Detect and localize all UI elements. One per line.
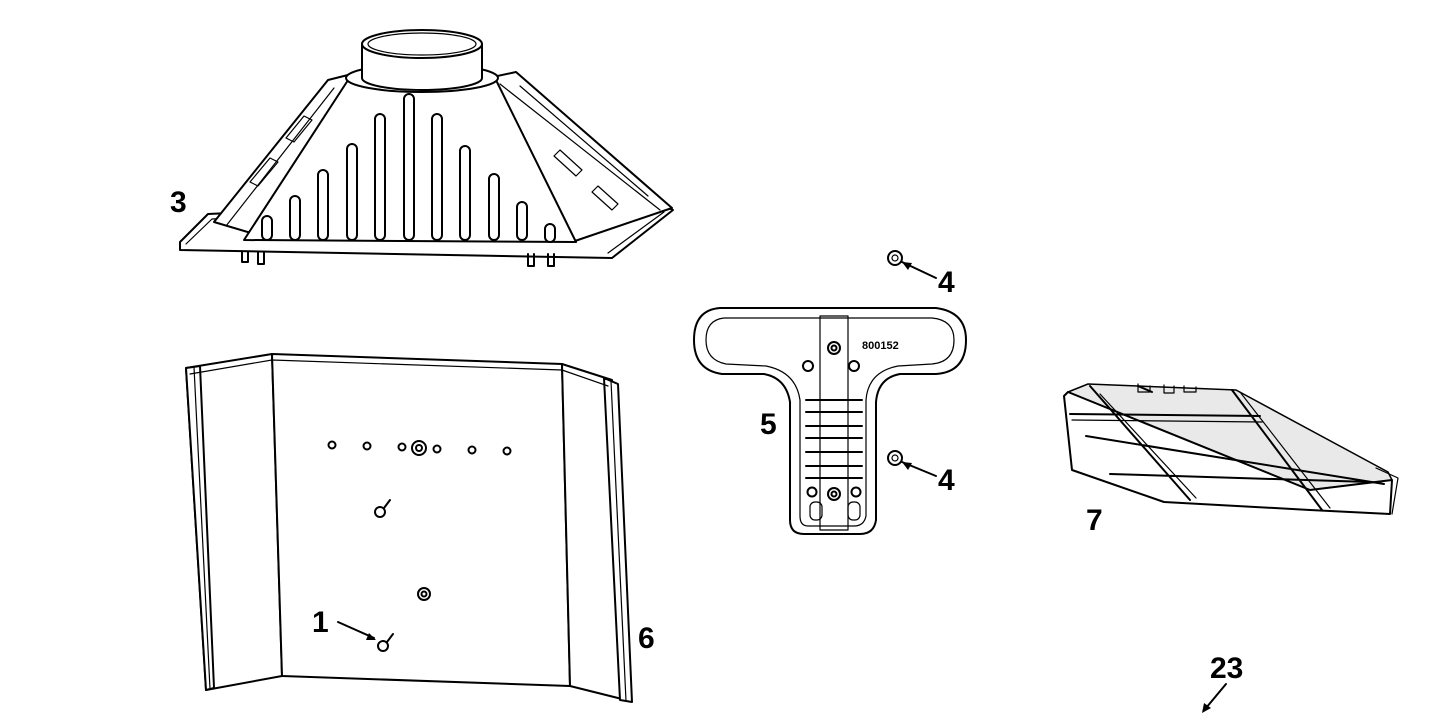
panel-holes — [327, 440, 512, 601]
panel-hook-upper — [374, 499, 391, 518]
hood-ribs — [261, 93, 556, 243]
leader-lines — [337, 261, 1227, 713]
bracket-stamp: 800152 — [862, 340, 899, 352]
callout-4-upper: 4 — [938, 266, 955, 299]
part-5-bracket: 800152 — [693, 307, 967, 535]
callout-5: 5 — [760, 408, 777, 441]
callout-23: 23 — [1210, 652, 1243, 685]
part-4-screw-lower — [887, 450, 903, 466]
callouts: 3 4 5 4 7 1 6 23 — [170, 186, 1243, 685]
callout-4-lower: 4 — [938, 464, 955, 497]
callout-6: 6 — [638, 622, 655, 655]
part-1-hook-screw — [377, 633, 394, 652]
part-4-screw-upper — [887, 250, 903, 266]
part-6-back-panel — [185, 353, 633, 703]
callout-3: 3 — [170, 186, 187, 219]
part-3-hood — [179, 29, 674, 267]
part-7-baffle — [1063, 383, 1399, 515]
callout-7: 7 — [1086, 504, 1103, 537]
callout-1: 1 — [312, 606, 329, 639]
